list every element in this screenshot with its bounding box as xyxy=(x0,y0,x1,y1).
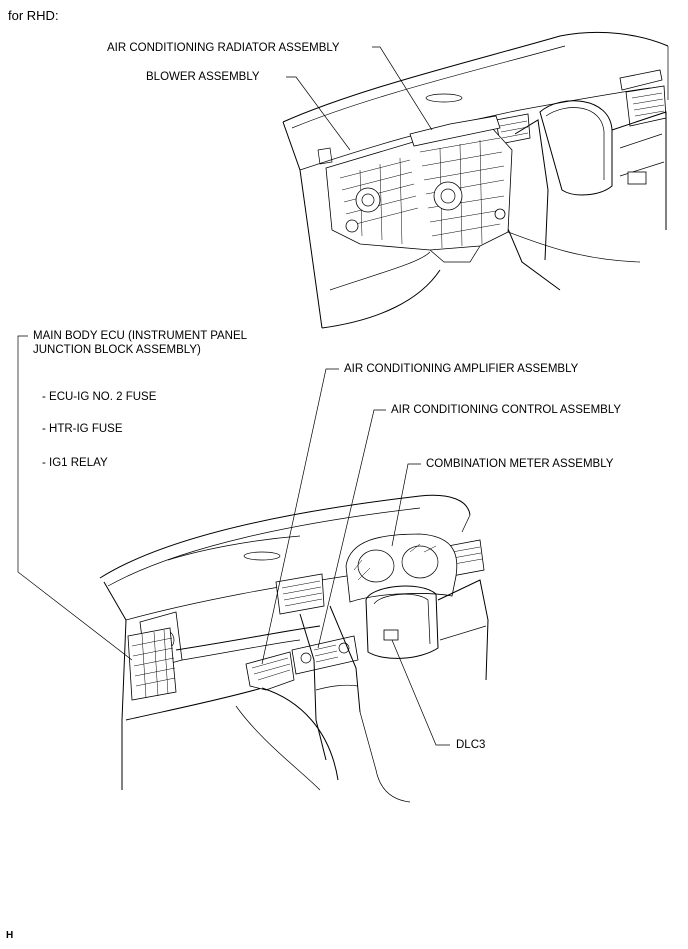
label-htr-ig-fuse: - HTR-IG FUSE xyxy=(42,423,123,435)
label-ig1-relay: - IG1 RELAY xyxy=(42,457,108,469)
label-ac-amplifier: AIR CONDITIONING AMPLIFIER ASSEMBLY xyxy=(344,363,579,375)
label-ac-radiator: AIR CONDITIONING RADIATOR ASSEMBLY xyxy=(107,42,340,54)
label-ecu-ig-fuse: - ECU-IG NO. 2 FUSE xyxy=(42,391,157,403)
label-ac-control: AIR CONDITIONING CONTROL ASSEMBLY xyxy=(391,404,622,416)
footer-code: H xyxy=(6,930,14,941)
label-blower: BLOWER ASSEMBLY xyxy=(146,71,260,83)
upper-dashboard-drawing xyxy=(282,31,669,329)
label-main-body-ecu-line2: JUNCTION BLOCK ASSEMBLY) xyxy=(33,344,201,356)
header-text: for RHD: xyxy=(8,8,59,23)
lower-dashboard-drawing xyxy=(17,335,489,803)
label-combination-meter: COMBINATION METER ASSEMBLY xyxy=(426,458,614,470)
label-main-body-ecu-line1: MAIN BODY ECU (INSTRUMENT PANEL xyxy=(33,330,248,342)
label-dlc3: DLC3 xyxy=(456,739,486,751)
